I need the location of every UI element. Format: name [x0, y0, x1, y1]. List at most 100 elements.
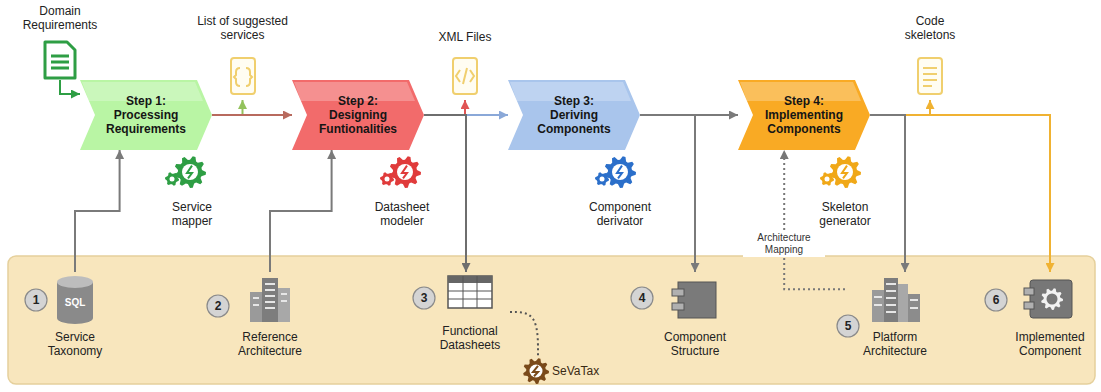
document-icon — [51, 56, 69, 68]
step-heading: Step 2: — [338, 94, 378, 108]
gear-icon — [530, 365, 543, 378]
gear-icon — [187, 166, 192, 179]
repository-item: Implemented Component — [1005, 272, 1095, 358]
buildings-icon — [250, 278, 290, 322]
platform-icon — [874, 284, 918, 312]
flow-arrow — [270, 150, 332, 272]
callout-circle — [985, 289, 1007, 311]
node-text: XML Files — [439, 30, 492, 44]
tool-item: SeVaTax — [522, 357, 602, 385]
callout-number: 1 — [33, 293, 40, 307]
table-icon — [448, 276, 492, 308]
gear-icon — [600, 177, 605, 182]
callout-circle — [413, 287, 435, 309]
component-icon — [672, 303, 684, 310]
repository-item: Platform Architecture — [845, 272, 945, 358]
gear-icon — [523, 358, 549, 384]
callout-circle — [631, 287, 653, 309]
database-icon — [57, 282, 93, 324]
code-icon — [918, 58, 942, 94]
flow-arrow — [424, 100, 465, 115]
callout-number: 3 — [421, 291, 428, 305]
edge-label: Architecture Mapping — [743, 231, 825, 257]
gear-icon — [829, 156, 861, 188]
tool-name: Datasheet modeler — [366, 200, 438, 228]
node-text: Reference Architecture — [225, 330, 315, 358]
json-icon — [231, 58, 255, 94]
process-step: Step 1:Processing Requirements — [80, 80, 212, 150]
tool-gears — [165, 156, 1063, 384]
gear-icon — [837, 164, 853, 180]
node-text: Deriving Components — [525, 108, 623, 136]
implemented-icon — [1024, 288, 1034, 295]
table-icon — [448, 276, 492, 308]
document-icon — [45, 42, 75, 78]
flow-arrow — [870, 115, 1050, 272]
node-text: Designing Funtionalities — [309, 108, 407, 136]
process-step: Step 2:Designing Funtionalities — [292, 80, 424, 150]
component-icon — [678, 282, 716, 318]
output-document: XML Files — [425, 30, 505, 100]
flow-arrow — [212, 114, 292, 116]
gear-icon — [397, 164, 413, 180]
platform-icon — [898, 284, 908, 322]
table-icon — [448, 276, 492, 308]
json-icon — [234, 68, 252, 86]
node-text: SeVaTax — [552, 364, 599, 378]
process-step: Step 3:Deriving Components — [508, 80, 640, 150]
gear-icon — [174, 156, 206, 188]
implemented-icon — [1030, 280, 1072, 318]
node-text: Processing Requirements — [97, 108, 195, 136]
callout-number: 4 — [639, 291, 646, 305]
document-icon — [45, 42, 75, 78]
json-icon — [231, 58, 255, 94]
component-icon — [672, 289, 684, 296]
database-icon — [57, 276, 93, 324]
output-document: Code skeletons — [890, 14, 970, 100]
repository-item: Component Structure — [650, 272, 740, 358]
flow-arrow — [60, 80, 80, 94]
chevron-fill — [508, 80, 640, 150]
node-text: Implementing Components — [755, 108, 853, 136]
tool-name: Component derivator — [580, 200, 660, 228]
node-text: Functional Datasheets — [430, 324, 510, 352]
flow-arrow — [870, 100, 930, 115]
gear-icon — [385, 177, 390, 182]
code-icon — [923, 68, 937, 86]
gear-icon — [604, 156, 636, 188]
gear-icon — [595, 156, 636, 188]
gear-icon — [842, 166, 847, 179]
step-heading: Step 4: — [784, 94, 824, 108]
chevron-fill — [80, 80, 212, 150]
database-icon — [57, 276, 93, 288]
step-heading: Step 3: — [554, 94, 594, 108]
node-text: List of suggested services — [180, 14, 305, 42]
gear-icon — [820, 156, 861, 188]
xml-icon — [453, 58, 477, 94]
node-text: Code skeletons — [890, 14, 970, 42]
flow-arrow — [640, 115, 695, 272]
callout-circle — [837, 315, 859, 337]
repository-item: Reference Architecture — [225, 272, 315, 358]
output-document: List of suggested services — [180, 14, 305, 100]
node-text: Service Taxonomy — [40, 330, 110, 358]
input-document: Domain Requirements — [20, 4, 100, 80]
gear-icon — [617, 166, 622, 179]
node-text: Component Structure — [650, 330, 740, 358]
tool-name: Service mapper — [161, 200, 223, 228]
gear-icon — [533, 366, 538, 376]
component-icon — [672, 282, 716, 318]
gear-icon — [380, 156, 421, 188]
icon-text: SQL — [65, 297, 86, 308]
node-text: Domain Requirements — [20, 4, 100, 32]
callout-circle — [25, 289, 47, 311]
gear-icon — [523, 358, 549, 384]
gear-icon — [612, 164, 628, 180]
dotted-connector — [510, 312, 538, 357]
base-band — [8, 256, 1095, 384]
flow-arrow — [75, 150, 120, 272]
step-heading: Step 1: — [126, 94, 166, 108]
